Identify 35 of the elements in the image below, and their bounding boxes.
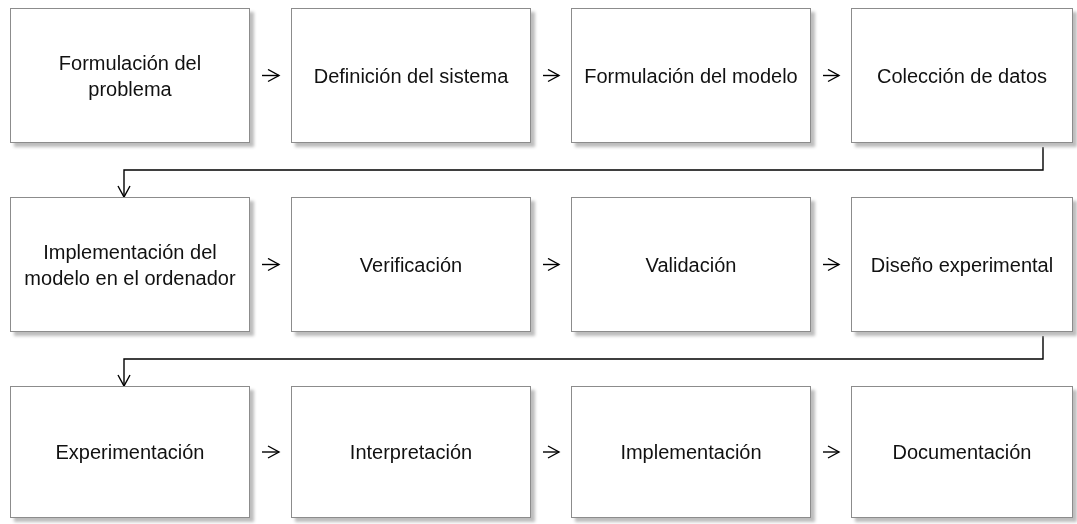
process-box [851, 197, 1073, 332]
arrow [822, 445, 840, 459]
process-box [571, 8, 811, 143]
step-label: Experimentación [55, 440, 205, 465]
process-box [10, 386, 250, 518]
step-label: Documentación [892, 440, 1032, 465]
arrow [261, 257, 280, 272]
arrow [542, 257, 560, 272]
arrow [261, 68, 280, 83]
process-box [851, 8, 1073, 143]
process-box [10, 197, 250, 332]
arrow [117, 335, 1044, 387]
arrow [542, 68, 560, 83]
arrow [117, 146, 1044, 198]
process-box [851, 386, 1073, 518]
step-label: Implementación del modelo en el ordenador [23, 239, 237, 291]
process-box [10, 8, 250, 143]
process-box [291, 197, 531, 332]
step-label: Colección de datos [876, 63, 1048, 89]
step-label: Verificación [359, 252, 463, 278]
step-label: Definición del sistema [313, 63, 509, 89]
step-label: Implementación [620, 440, 762, 465]
arrow [542, 445, 560, 459]
process-box [291, 386, 531, 518]
step-label: Validación [645, 252, 737, 278]
arrow [261, 445, 280, 459]
process-box [571, 197, 811, 332]
process-box [291, 8, 531, 143]
step-label: Formulación del problema [57, 50, 203, 102]
step-label: Diseño experimental [870, 252, 1054, 278]
arrow [822, 257, 840, 272]
process-box [571, 386, 811, 518]
step-label: Interpretación [349, 440, 473, 465]
step-label: Formulación del modelo [584, 63, 798, 89]
arrow [822, 68, 840, 83]
